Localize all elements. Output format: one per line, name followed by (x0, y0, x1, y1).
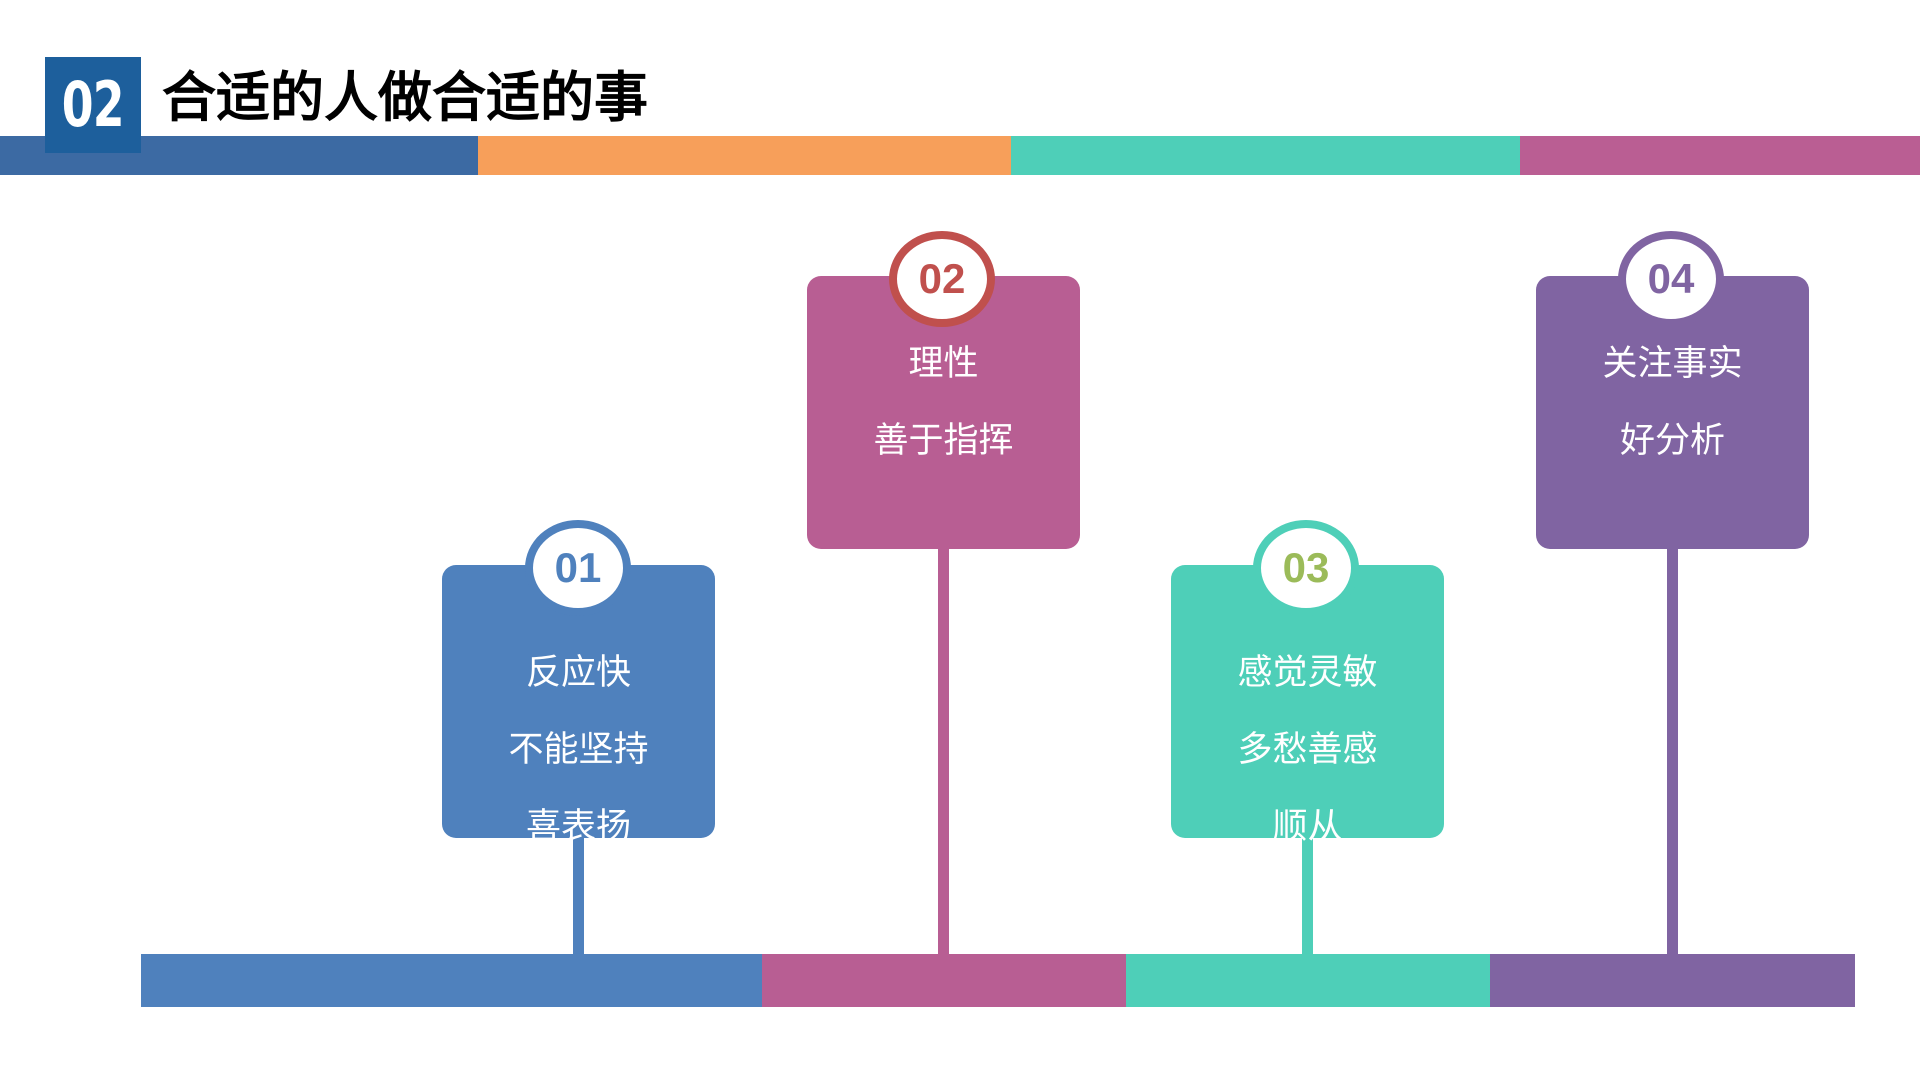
header-strip-teal (1011, 136, 1520, 175)
number-04: 04 (1647, 255, 1695, 302)
number-badge-01: 01 (525, 520, 631, 616)
card-04-text: 关注事实 好分析 (1536, 326, 1809, 480)
number-badge-03: 03 (1253, 520, 1359, 616)
header-strip-orange (478, 136, 1011, 175)
baseline-segment-purple (1490, 954, 1855, 1007)
card-01-line-3: 喜表扬 (525, 807, 631, 847)
baseline-segment-magenta (762, 954, 1126, 1007)
stem-4 (1667, 547, 1678, 955)
stem-1 (573, 835, 584, 955)
number-badge-02: 02 (889, 231, 995, 327)
baseline-segment-blue (141, 954, 762, 1007)
stem-3 (1302, 835, 1313, 955)
section-number-badge: 02 (45, 57, 141, 153)
card-03-line-3: 顺从 (1272, 807, 1343, 847)
card-03-line-2: 多愁善感 (1237, 730, 1378, 770)
card-02-line-2: 善于指挥 (873, 421, 1014, 461)
card-02-line-1: 理性 (908, 344, 979, 384)
section-number: 02 (61, 68, 125, 141)
number-02: 02 (918, 255, 966, 302)
number-01: 01 (554, 544, 602, 591)
card-02-text: 理性 善于指挥 (807, 326, 1080, 480)
card-01-line-2: 不能坚持 (508, 730, 649, 770)
number-03: 03 (1282, 544, 1330, 591)
card-03-text: 感觉灵敏 多愁善感 顺从 (1171, 635, 1444, 866)
card-01-line-1: 反应快 (525, 653, 631, 693)
baseline-segment-teal (1126, 954, 1490, 1007)
stem-2 (938, 547, 949, 955)
card-04-line-2: 好分析 (1619, 421, 1725, 461)
card-01-text: 反应快 不能坚持 喜表扬 (442, 635, 715, 866)
number-badge-04: 04 (1618, 231, 1724, 327)
card-03-line-1: 感觉灵敏 (1237, 653, 1378, 693)
card-03: 感觉灵敏 多愁善感 顺从 (1171, 565, 1444, 847)
card-04-line-1: 关注事实 (1602, 344, 1743, 384)
header-strip-magenta (1520, 136, 1920, 175)
page-title: 合适的人做合适的事 (162, 66, 648, 129)
card-01: 反应快 不能坚持 喜表扬 (442, 565, 715, 847)
